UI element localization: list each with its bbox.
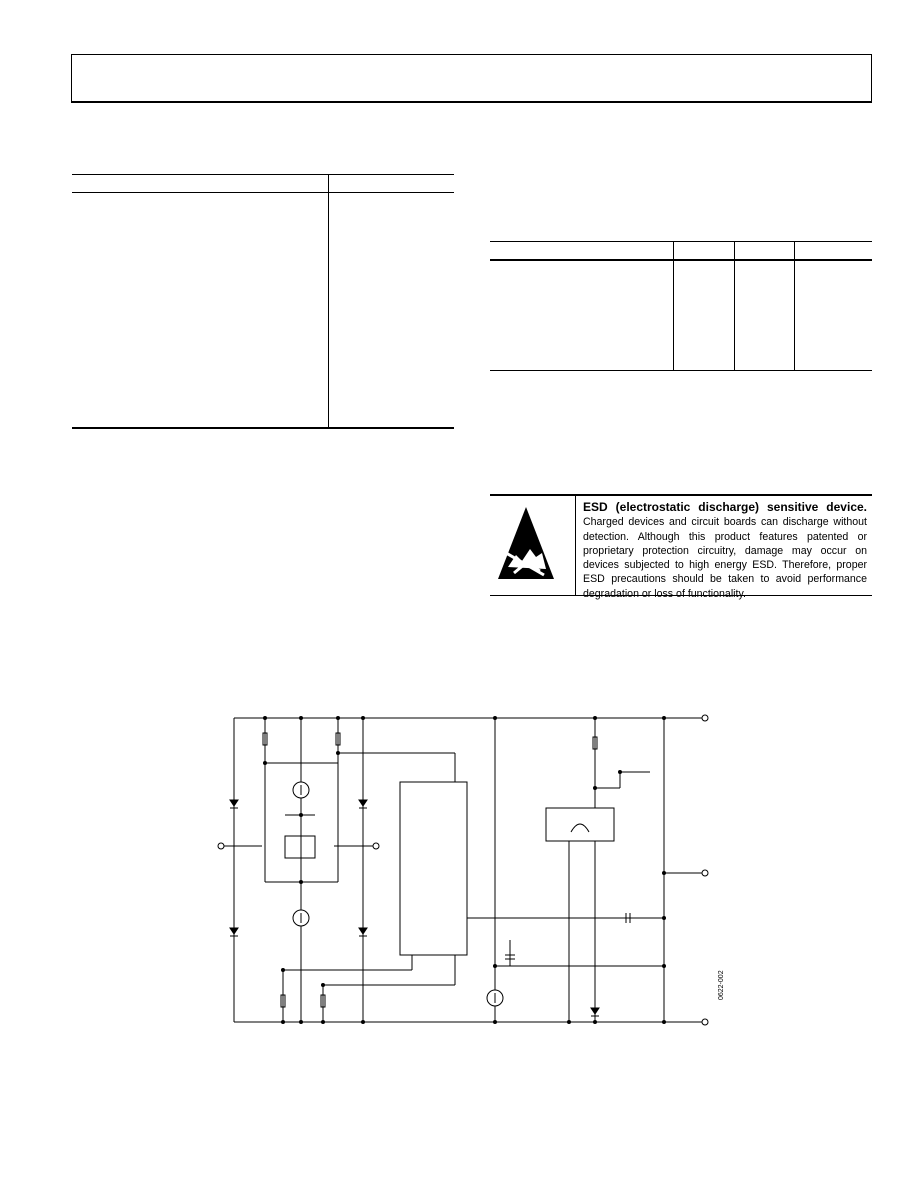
right-table-bottom-rule [490, 370, 872, 371]
schematic-diagram [217, 714, 709, 1026]
figure-id: 0622-002 [718, 970, 725, 1000]
right-table-divider-2 [734, 241, 735, 370]
esd-warning-icon [498, 507, 554, 579]
right-table-divider-1 [673, 241, 674, 370]
esd-box-top-rule [490, 494, 872, 496]
esd-box-divider [575, 494, 576, 595]
esd-body: Charged devices and circuit boards can d… [583, 516, 867, 600]
esd-description: ESD (electrostatic discharge) sensitive … [583, 500, 867, 601]
esd-box-bottom-rule [490, 595, 872, 596]
right-table-divider-3 [794, 241, 795, 370]
page-header-box [71, 54, 872, 103]
left-table-column-divider [328, 174, 329, 428]
esd-title: ESD (electrostatic discharge) sensitive … [583, 500, 867, 514]
left-table-header-rule [72, 192, 454, 193]
left-table-top-rule [72, 174, 454, 175]
right-table-header-rule [490, 259, 872, 261]
left-table-bottom-rule [72, 427, 454, 429]
right-table-top-rule [490, 241, 872, 242]
